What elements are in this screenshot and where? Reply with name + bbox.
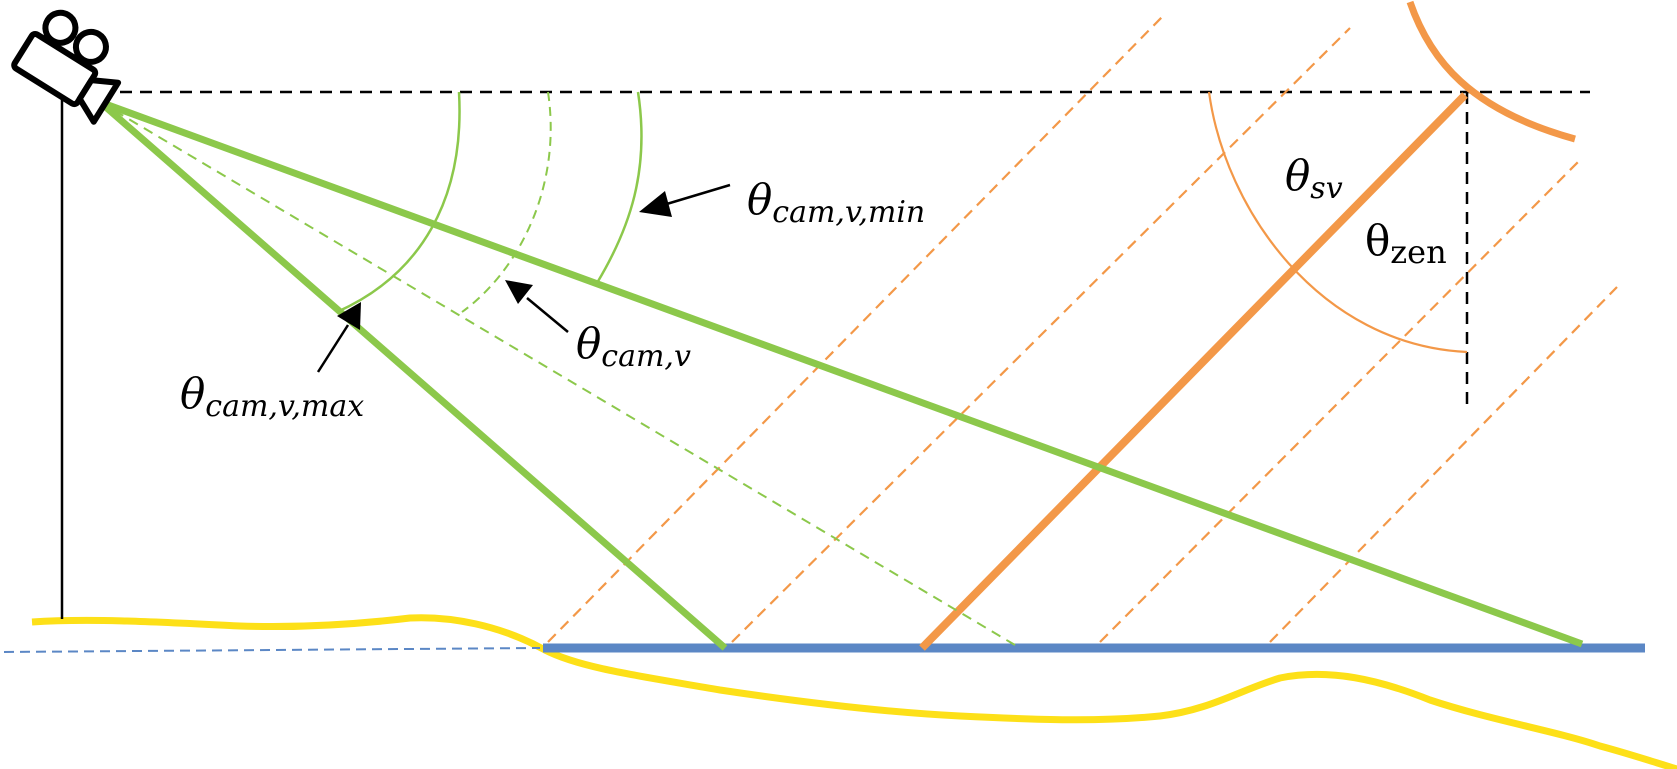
sun-rays-dashed (547, 15, 1618, 643)
label-theta-sv: θsv (1285, 151, 1343, 206)
zenith-angle-arc (1207, 91, 1468, 354)
sun-ray-4 (1269, 286, 1618, 643)
horizon-dashed-line (3, 647, 541, 653)
angle-arc-max (336, 91, 461, 314)
arrow-min-shaft (659, 183, 731, 208)
label-theta-cam-v-max: θcam,v,max (180, 369, 364, 424)
video-camera-icon (11, 9, 122, 125)
angle-arc-min (595, 91, 643, 284)
arrow-min-head (639, 191, 672, 217)
arrow-center-shaft (526, 297, 569, 333)
sun-ray-2 (731, 27, 1351, 643)
angle-arc-center (461, 91, 552, 313)
arrow-max-head (337, 302, 361, 330)
arrow-center-head (505, 280, 533, 304)
view-line-center (99, 101, 1021, 649)
label-theta-zen: θzen (1365, 216, 1447, 271)
label-theta-cam-v: θcam,v (576, 319, 691, 374)
arrow-max-shaft (316, 324, 350, 373)
sun-arc (1406, 0, 1576, 143)
label-theta-cam-v-min: θcam,v,min (747, 175, 925, 230)
annotation-arrows (316, 183, 731, 373)
sun-ray-3 (1099, 161, 1579, 643)
sun-ray-main (919, 92, 1468, 651)
view-line-max (97, 99, 728, 651)
view-line-min (98, 98, 1584, 648)
terrain-line (31, 614, 1677, 769)
sun-ray-1 (547, 15, 1164, 643)
